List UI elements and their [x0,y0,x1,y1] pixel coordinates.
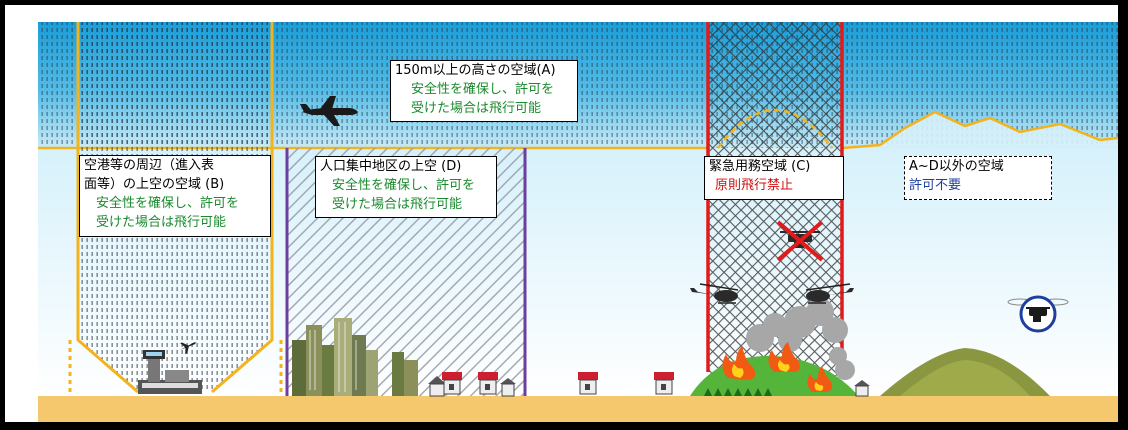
drone-prohibited-icon [776,220,824,262]
other-zone-title: A~D以外の空域 [909,159,1004,174]
zone-b-boundary [76,22,274,394]
other-zone-label: A~D以外の空域 許可不要 [904,156,1052,200]
control-tower-icon [138,350,202,394]
zone-b-title-2: 面等）の上空の空域 (B) [84,177,225,192]
zone-d-title: 人口集中地区の上空 (D) [320,159,462,174]
zone-b-condition-2: 受けた場合は飛行可能 [96,215,227,230]
other-zone-status: 許可不要 [909,178,962,193]
zone-d-condition-1: 安全性を確保し、許可を [332,178,476,193]
terrain-following-gap [842,112,1118,148]
smoke-icon [746,298,855,380]
zone-b-condition-1: 安全性を確保し、許可を [96,196,240,211]
zone-a-boundary-terrain [841,110,1119,150]
airplane-icon [180,342,197,355]
ground [38,396,1118,422]
zone-c-terrain-line [717,108,833,149]
fire-icon [722,342,833,392]
zone-a-condition-1: 安全性を確保し、許可を [411,82,555,97]
zone-b-label: 空港等の周辺（進入表 面等）の上空の空域 (B) 安全性を確保し、許可を 受けた… [79,155,271,237]
zone-a-title: 150m以上の高さの空域(A) [395,63,556,78]
drone-icon [1007,295,1069,333]
helicopter-icon [805,283,854,304]
zone-a-condition-2: 受けた場合は飛行可能 [411,101,542,116]
building-icon [292,318,418,396]
house-icon [428,372,870,397]
zone-d-label: 人口集中地区の上空 (D) 安全性を確保し、許可を 受けた場合は飛行可能 [315,156,497,218]
helicopter-icon [690,283,739,304]
hill-shade [900,360,1030,396]
zone-c-status: 原則飛行禁止 [715,178,794,193]
zone-b-title-1: 空港等の周辺（進入表 [84,158,215,173]
zone-c-label: 緊急用務空域 (C) 原則飛行禁止 [704,156,844,200]
zone-c-title: 緊急用務空域 (C) [709,159,811,174]
zone-d-condition-2: 受けた場合は飛行可能 [332,197,463,212]
tree-icon [704,388,772,396]
airplane-icon [300,96,358,126]
zone-c-area [708,22,842,396]
zone-a-label: 150m以上の高さの空域(A) 安全性を確保し、許可を 受けた場合は飛行可能 [390,60,578,122]
